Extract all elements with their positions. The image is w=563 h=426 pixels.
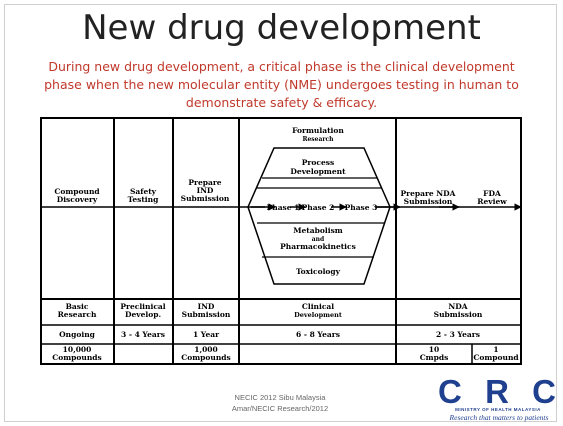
logo-letter: C [438, 373, 462, 410]
crc-logo: C R C MINISTRY OF HEALTH MALAYSIA Resear… [438, 373, 556, 422]
page-subtitle: During new drug development, a critical … [44, 59, 519, 110]
footer: NECIC 2012 Sibu Malaysia Amar/NECIC Rese… [170, 392, 390, 414]
phase-2-label: Phase 2 [302, 203, 335, 212]
slide-frame [4, 4, 557, 422]
duration-label: 2 - 3 Years [436, 330, 480, 339]
duration-label: Ongoing [59, 330, 96, 339]
phase-1-label: Phase 1 [267, 203, 300, 212]
table-frame [40, 117, 522, 365]
clinical-hexagon [247, 147, 391, 285]
footer-line: Amar/NECIC Research/2012 [231, 404, 329, 413]
logo-letter: C [532, 373, 556, 410]
phase-3-label: Phase 3 [345, 203, 378, 212]
page-title: New drug development [82, 8, 481, 48]
logo-ministry: MINISTRY OF HEALTH MALAYSIA [455, 407, 541, 412]
footer-line: NECIC 2012 Sibu Malaysia [234, 393, 326, 402]
logo-letters: C R C [438, 373, 556, 410]
duration-label: 3 - 4 Years [121, 330, 165, 339]
duration-label: 1 Year [193, 330, 220, 339]
logo-letter: R [485, 373, 509, 410]
logo-tagline: Research that matters to patients [449, 413, 549, 422]
toxicology-label: Toxicology [296, 267, 341, 276]
duration-label: 6 - 8 Years [296, 330, 340, 339]
